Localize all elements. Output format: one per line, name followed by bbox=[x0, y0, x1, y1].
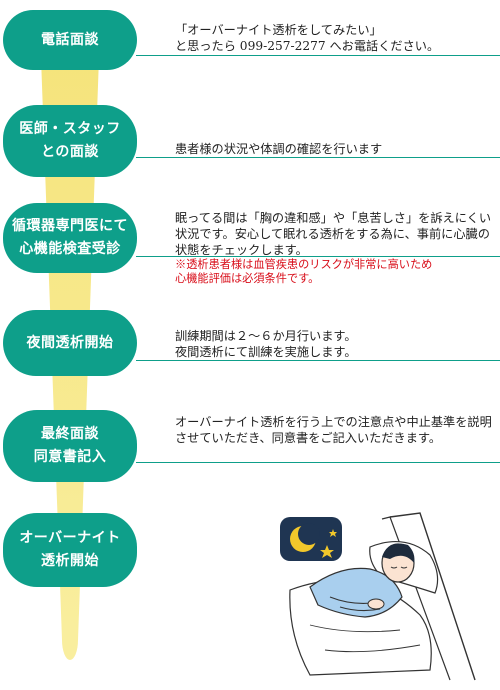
step-staff-interview: 医師・スタッフ との面談 bbox=[3, 105, 137, 177]
step-label: 医師・スタッフ との面談 bbox=[19, 121, 121, 160]
divider bbox=[136, 462, 500, 463]
step-label: オーバーナイト 透析開始 bbox=[19, 530, 121, 569]
step-label: 夜間透析開始 bbox=[26, 334, 114, 351]
step-description: 訓練期間は２～６か月行います。 夜間透析にて訓練を実施します。 bbox=[175, 328, 493, 360]
step-label: 循環器専門医にて 心機能検査受診 bbox=[12, 218, 128, 257]
step-phone-interview: 電話面談 bbox=[3, 10, 137, 70]
sleeping-patient-icon bbox=[280, 512, 476, 681]
divider bbox=[136, 360, 500, 361]
step-description: オーバーナイト透析を行う上での注意点や中止基準を説明させていただき、同意書をご記… bbox=[175, 414, 493, 446]
step-label: 電話面談 bbox=[41, 31, 99, 48]
divider bbox=[136, 55, 500, 56]
description-text: 眠ってる間は「胸の違和感」や「息苦しさ」を訴えにくい状況です。安心して眠れる透析… bbox=[175, 211, 492, 257]
description-text: 患者様の状況や体調の確認を行います bbox=[175, 142, 383, 156]
divider bbox=[136, 157, 500, 158]
step-cardiac-exam: 循環器専門医にて 心機能検査受診 bbox=[3, 203, 137, 273]
step-label: 最終面談 同意書記入 bbox=[33, 426, 107, 465]
step-description: 眠ってる間は「胸の違和感」や「息苦しさ」を訴えにくい状況です。安心して眠れる透析… bbox=[175, 210, 493, 286]
description-text: 訓練期間は２～６か月行います。 夜間透析にて訓練を実施します。 bbox=[175, 329, 357, 359]
step-overnight-start: オーバーナイト 透析開始 bbox=[3, 513, 137, 587]
description-text: オーバーナイト透析を行う上での注意点や中止基準を説明させていただき、同意書をご記… bbox=[175, 415, 492, 445]
step-description: 患者様の状況や体調の確認を行います bbox=[175, 141, 493, 157]
divider bbox=[136, 256, 500, 257]
warning-note: ※透析患者様は血管疾患のリスクが非常に高いため 心機能評価は必須条件です。 bbox=[175, 258, 433, 285]
description-text: 「オーバーナイト透析をしてみたい」 と思ったら 099-257-2277 へお電… bbox=[175, 23, 440, 53]
step-description: 「オーバーナイト透析をしてみたい」 と思ったら 099-257-2277 へお電… bbox=[175, 22, 493, 54]
moon-and-stars-icon bbox=[280, 517, 342, 561]
step-night-dialysis-start: 夜間透析開始 bbox=[3, 310, 137, 376]
step-final-interview: 最終面談 同意書記入 bbox=[3, 410, 137, 482]
